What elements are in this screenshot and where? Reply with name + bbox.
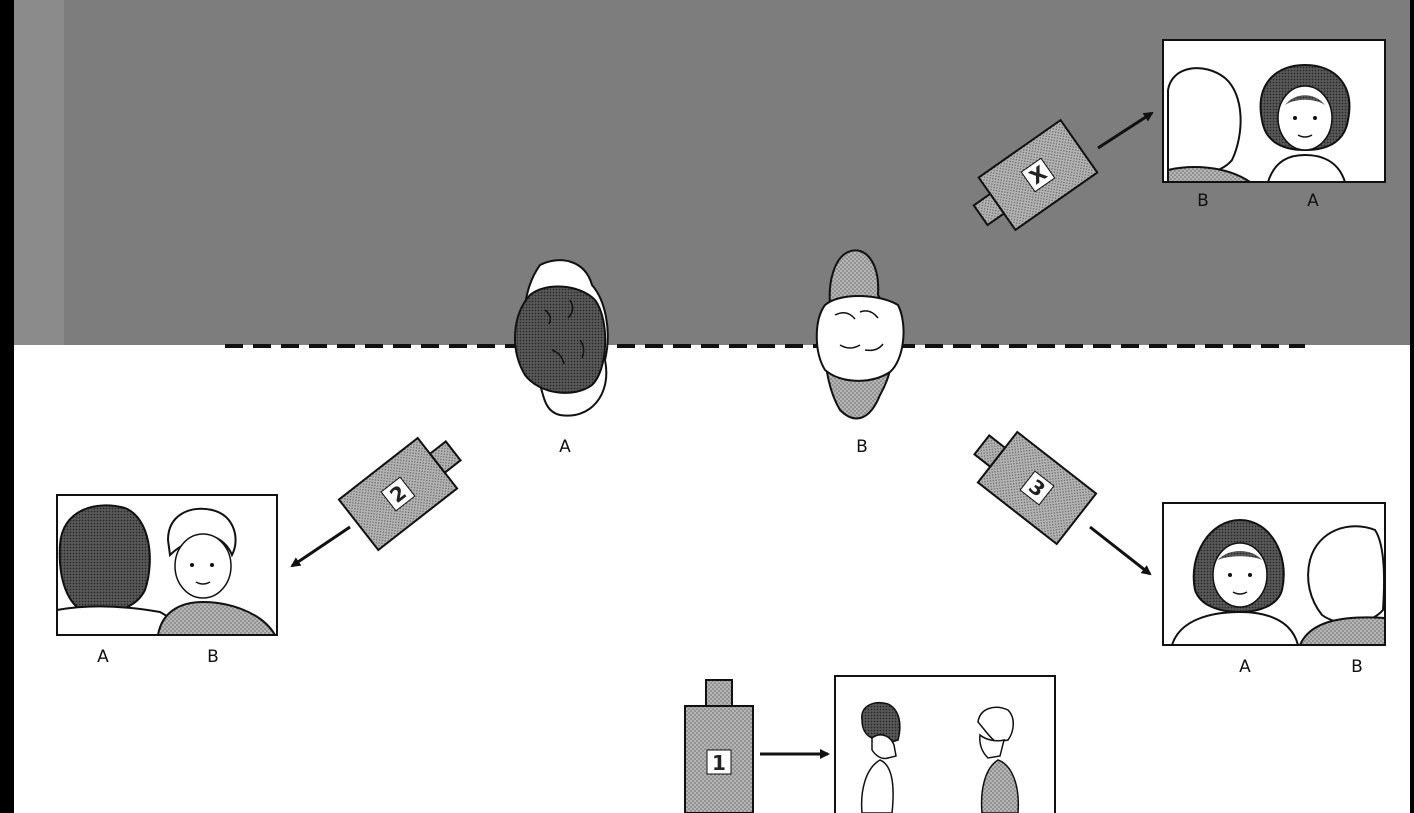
camera-2: 2 — [337, 436, 462, 552]
camera-3: 3 — [973, 430, 1098, 546]
camera-3-arrow — [1089, 525, 1152, 576]
subject-b-top-view — [815, 249, 905, 420]
camera-x-arrow — [1097, 111, 1154, 150]
camera-x: X — [972, 118, 1099, 232]
frame-2 — [56, 494, 278, 636]
frame-3-right-label: B — [1351, 657, 1363, 677]
frame-3-left-label: A — [1239, 657, 1251, 677]
camera-1-label: 1 — [712, 751, 726, 775]
frame-x — [1162, 39, 1386, 183]
frame-3 — [1162, 502, 1386, 646]
camera-1: 1 — [684, 679, 754, 813]
frame-2-right-label: B — [207, 647, 219, 667]
frame-2-left-label: A — [97, 647, 109, 667]
camera-2-arrow — [290, 525, 351, 568]
frame-1 — [834, 675, 1056, 813]
frame-x-left-label: B — [1197, 191, 1209, 211]
subject-a-top-view — [514, 259, 609, 417]
frame-x-right-label: A — [1307, 191, 1319, 211]
subject-a-label: A — [559, 437, 571, 457]
subject-b-label: B — [856, 437, 868, 457]
